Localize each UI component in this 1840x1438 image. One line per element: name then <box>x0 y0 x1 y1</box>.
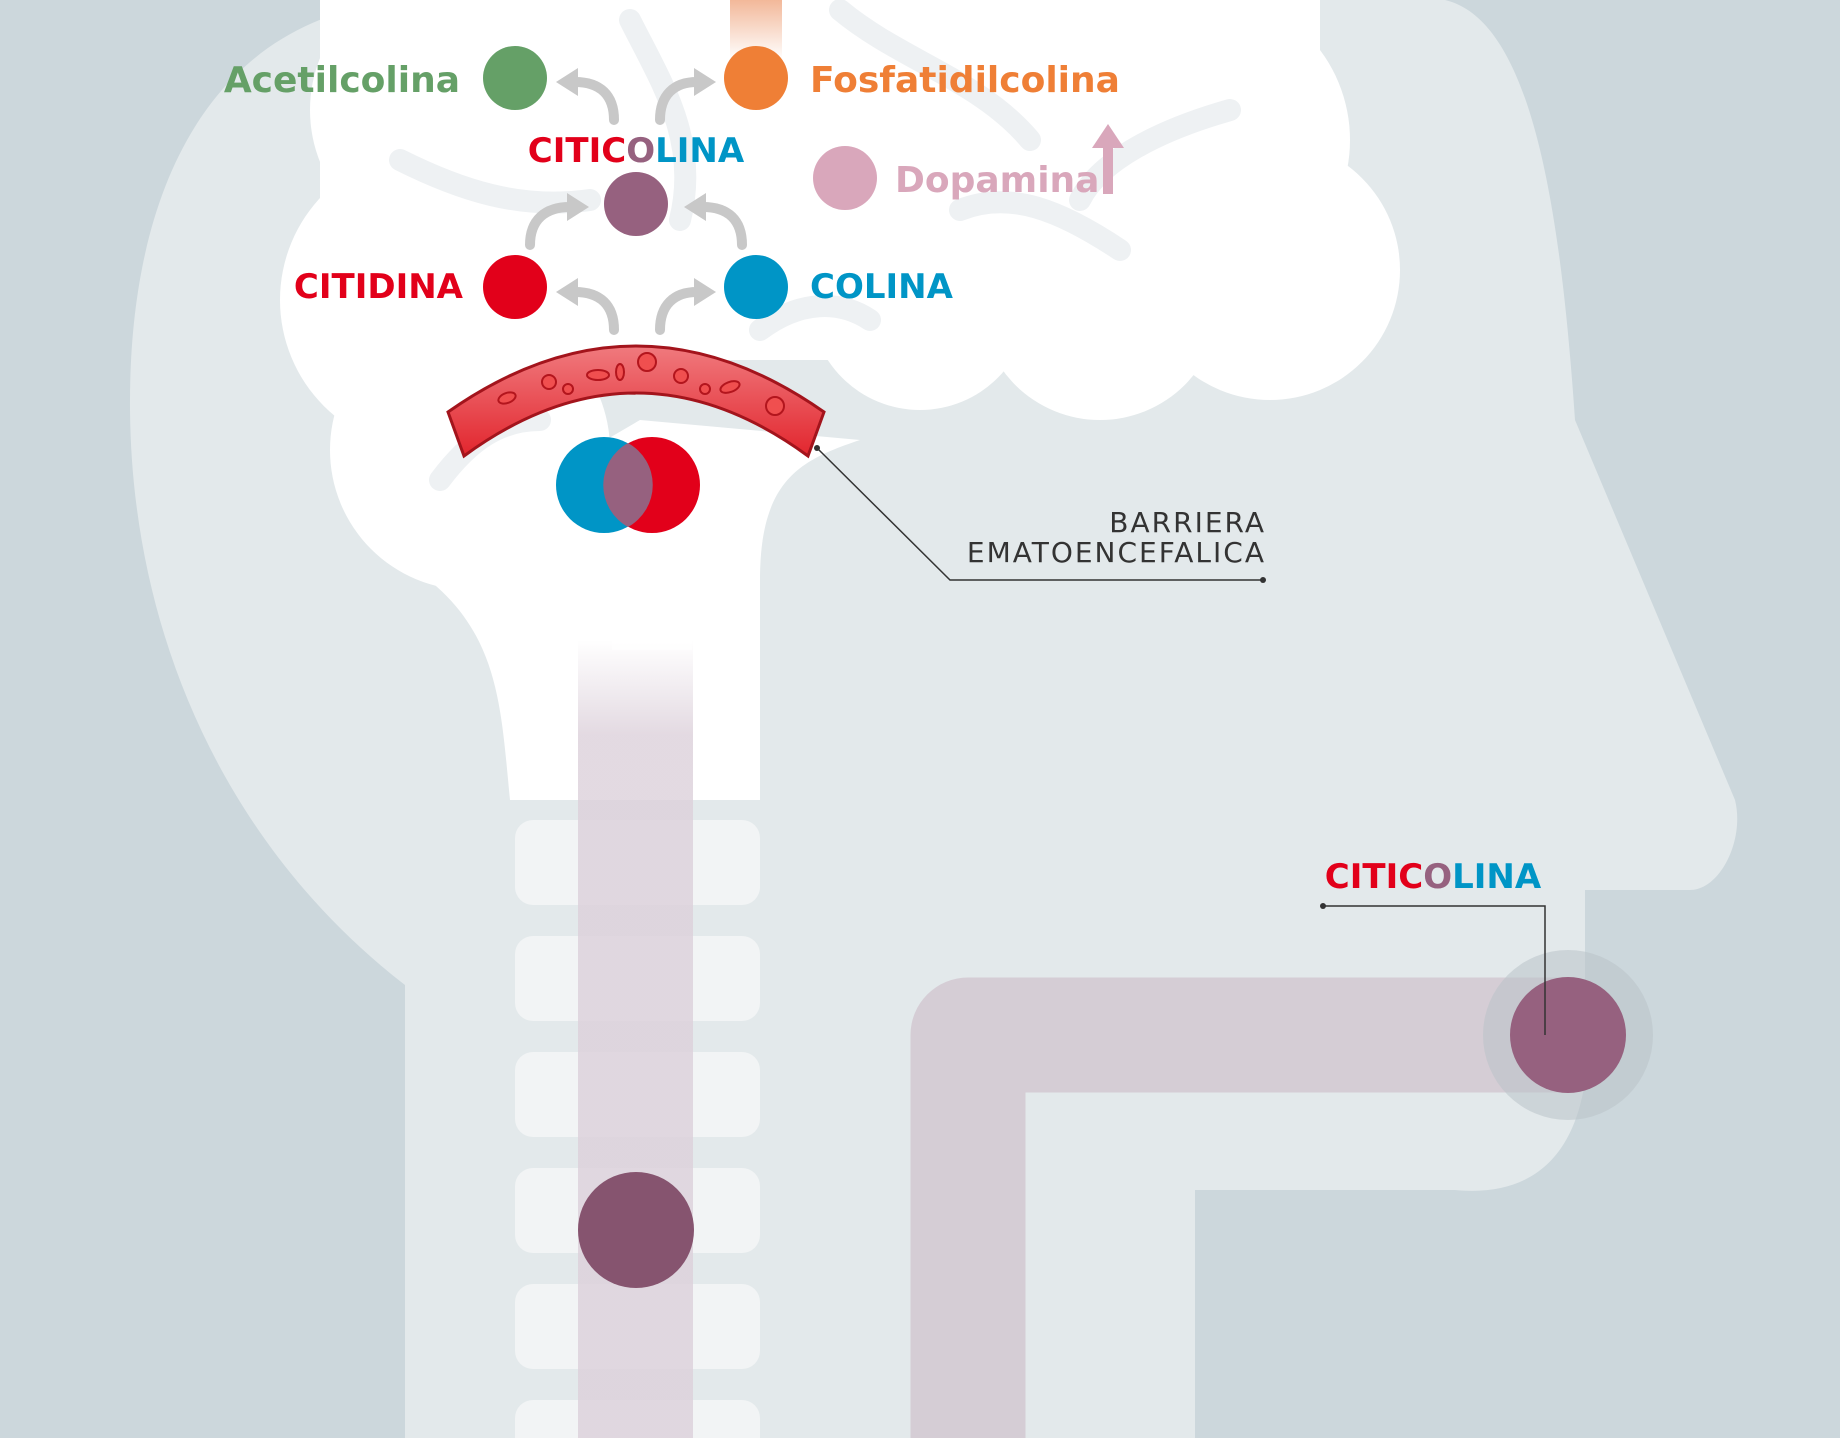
citicolina-dose-mouth <box>1510 977 1626 1093</box>
citicolina-mouth-part2: O <box>1423 857 1452 897</box>
fosfatidilcolina-label: Fosfatidilcolina <box>810 60 1120 101</box>
mouth-callout-line <box>1323 905 1546 1035</box>
citicolina-dose-spine <box>578 1172 694 1288</box>
fosfatidilcolina-circle <box>724 46 788 110</box>
citicolina-brain-part3: LINA <box>655 131 745 171</box>
dopamina-label: Dopamina <box>895 160 1099 201</box>
barrier-label-line1: BARRIERA <box>1109 506 1266 539</box>
split-molecule <box>556 437 700 533</box>
citicolina-brain-part1: CITIC <box>528 131 626 171</box>
barrier-label-line2: EMATOENCEFALICA <box>967 536 1266 569</box>
citidina-label: CITIDINA <box>294 267 464 307</box>
barrier-callout-line <box>816 447 1263 581</box>
barrier-callout-dot-end <box>1260 577 1266 583</box>
colina-circle <box>724 255 788 319</box>
mouth-callout-dot <box>1320 903 1326 909</box>
acetilcolina-label: Acetilcolina <box>224 60 460 101</box>
citicolina-mouth-part1: CITIC <box>1325 857 1423 897</box>
curved-arrow-icon <box>525 77 747 335</box>
blood-brain-barrier-vessel <box>446 344 826 459</box>
digestive-pathway <box>910 977 1570 1438</box>
spinal-pathway <box>578 640 693 1438</box>
citicolina-brain-label: CITICOLINA <box>528 131 745 171</box>
citicolina-mouth-part3: LINA <box>1452 857 1542 897</box>
barrier-callout-dot-start <box>814 445 820 451</box>
arrow-heads <box>556 68 716 306</box>
citicolina-mouth-label: CITICOLINA <box>1325 857 1542 897</box>
citicolina-circle <box>604 172 668 236</box>
spinal-core <box>612 540 692 650</box>
colina-label: COLINA <box>810 267 954 307</box>
citidina-circle <box>483 255 547 319</box>
acetilcolina-circle <box>483 46 547 110</box>
citicolina-brain-part2: O <box>626 131 655 171</box>
dopamina-circle <box>813 146 877 210</box>
arrow-up-icon <box>1092 124 1124 194</box>
